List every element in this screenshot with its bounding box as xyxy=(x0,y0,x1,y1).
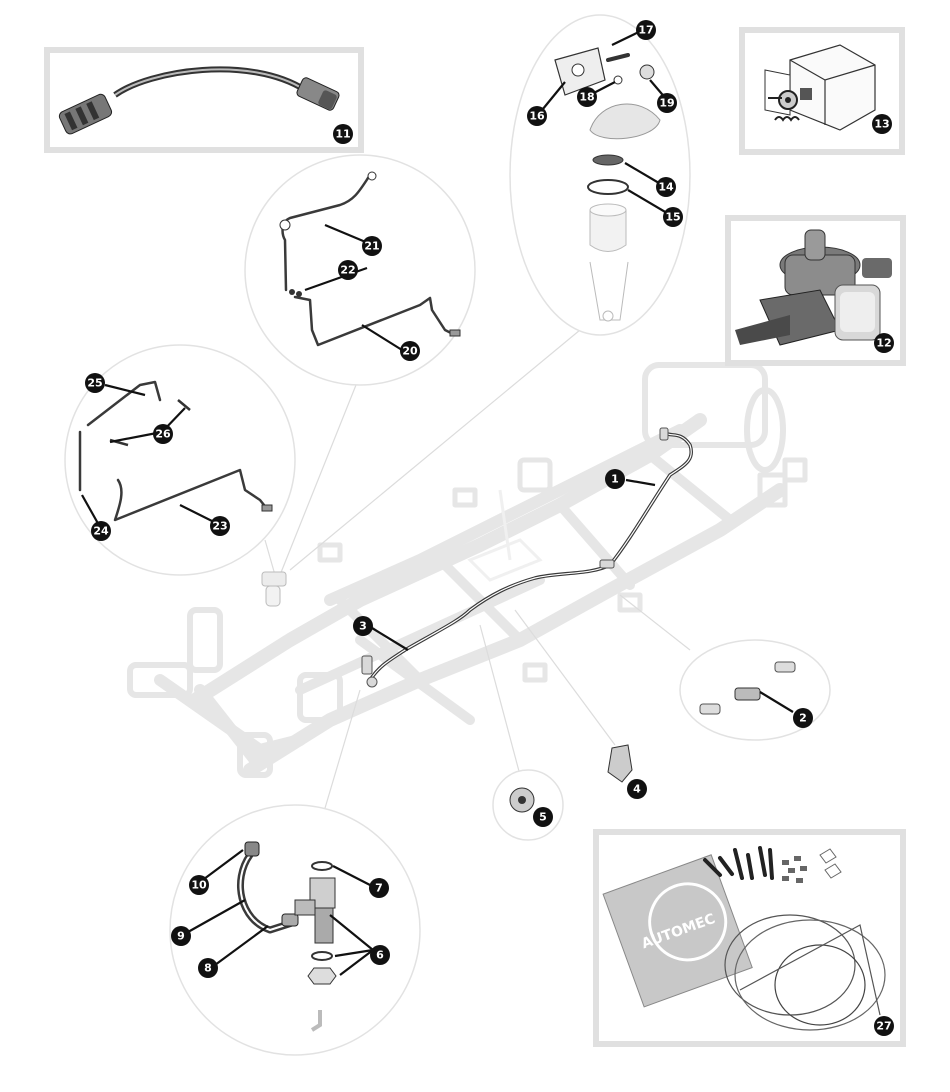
detail-tank-pipes xyxy=(64,344,296,576)
callout-15: 15 xyxy=(663,207,683,227)
svg-text:8: 8 xyxy=(204,962,212,975)
svg-text:13: 13 xyxy=(874,118,889,131)
svg-text:24: 24 xyxy=(93,525,109,538)
callout-23: 23 xyxy=(210,516,230,536)
callout-14: 14 xyxy=(656,177,676,197)
inset-13-repair-kit xyxy=(739,27,905,155)
svg-text:26: 26 xyxy=(155,428,171,441)
svg-text:3: 3 xyxy=(359,620,367,633)
callout-1: 1 xyxy=(605,469,625,489)
svg-text:21: 21 xyxy=(364,240,379,253)
callout-21: 21 xyxy=(362,236,382,256)
callout-8: 8 xyxy=(198,958,218,978)
svg-text:19: 19 xyxy=(659,97,674,110)
callout-26: 26 xyxy=(153,424,173,444)
detail-tank-outlet xyxy=(169,804,421,1056)
callout-19: 19 xyxy=(657,93,677,113)
svg-text:5: 5 xyxy=(539,811,547,824)
callout-2: 2 xyxy=(793,708,813,728)
svg-text:25: 25 xyxy=(87,377,102,390)
svg-text:17: 17 xyxy=(638,24,653,37)
svg-text:12: 12 xyxy=(876,337,891,350)
svg-text:27: 27 xyxy=(876,1020,891,1033)
inset-11-flexible-hose xyxy=(44,47,364,153)
callout-4: 4 xyxy=(627,779,647,799)
callout-12: 12 xyxy=(874,333,894,353)
callout-24: 24 xyxy=(91,521,111,541)
callout-16: 16 xyxy=(527,106,547,126)
svg-text:18: 18 xyxy=(579,91,594,104)
detail-fuel-filter xyxy=(509,14,691,336)
callout-18: 18 xyxy=(577,87,597,107)
svg-text:15: 15 xyxy=(665,211,680,224)
callout-3: 3 xyxy=(353,616,373,636)
chassis-fuel-pump-icon xyxy=(261,571,287,607)
svg-text:23: 23 xyxy=(212,520,227,533)
main-fuel-pipe xyxy=(361,427,693,688)
svg-text:16: 16 xyxy=(529,110,545,123)
clip-part xyxy=(607,744,633,783)
inset-27-pipe-kit: AUTOMEC xyxy=(593,829,906,1047)
callout-10: 10 xyxy=(189,875,209,895)
callout-11: 11 xyxy=(333,124,353,144)
callout-27: 27 xyxy=(874,1016,894,1036)
leader-lines xyxy=(264,329,691,826)
svg-text:7: 7 xyxy=(375,882,383,895)
chassis-frame xyxy=(127,362,808,778)
callout-6: 6 xyxy=(370,945,390,965)
inset-12-fuel-pump xyxy=(725,215,906,366)
svg-text:22: 22 xyxy=(340,264,355,277)
svg-text:20: 20 xyxy=(402,345,418,358)
svg-text:10: 10 xyxy=(191,879,207,892)
detail-connector xyxy=(679,639,831,741)
callout-13: 13 xyxy=(872,114,892,134)
detail-grommet xyxy=(492,769,564,841)
callout-7: 7 xyxy=(369,878,389,898)
svg-text:9: 9 xyxy=(177,930,185,943)
callout-20: 20 xyxy=(400,341,420,361)
callout-17: 17 xyxy=(636,20,656,40)
svg-text:6: 6 xyxy=(376,949,384,962)
svg-text:11: 11 xyxy=(335,128,350,141)
svg-text:1: 1 xyxy=(611,473,619,486)
svg-text:14: 14 xyxy=(658,181,674,194)
callout-9: 9 xyxy=(171,926,191,946)
callout-25: 25 xyxy=(85,373,105,393)
callout-22: 22 xyxy=(338,260,358,280)
svg-text:4: 4 xyxy=(633,783,641,796)
callout-5: 5 xyxy=(533,807,553,827)
svg-text:2: 2 xyxy=(799,712,807,725)
